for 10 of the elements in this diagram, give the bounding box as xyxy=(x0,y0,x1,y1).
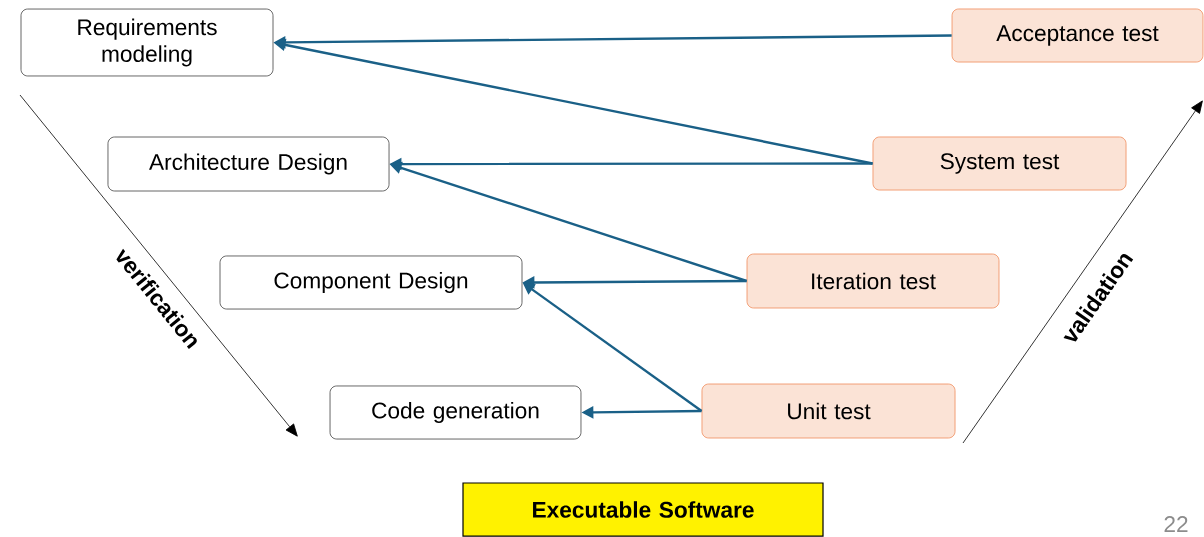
page-number: 22 xyxy=(1164,516,1188,532)
result-box: Executable Software xyxy=(462,482,824,537)
process-box: Requirements modeling xyxy=(20,8,274,77)
test-box: Acceptance test xyxy=(951,8,1204,63)
process-box: Component Design xyxy=(219,255,523,310)
process-box: Architecture Design xyxy=(107,136,390,192)
test-box: Iteration test xyxy=(746,253,1000,309)
test-box: Unit test xyxy=(701,383,956,439)
test-box: System test xyxy=(872,136,1127,191)
process-box: Code generation xyxy=(329,385,582,440)
